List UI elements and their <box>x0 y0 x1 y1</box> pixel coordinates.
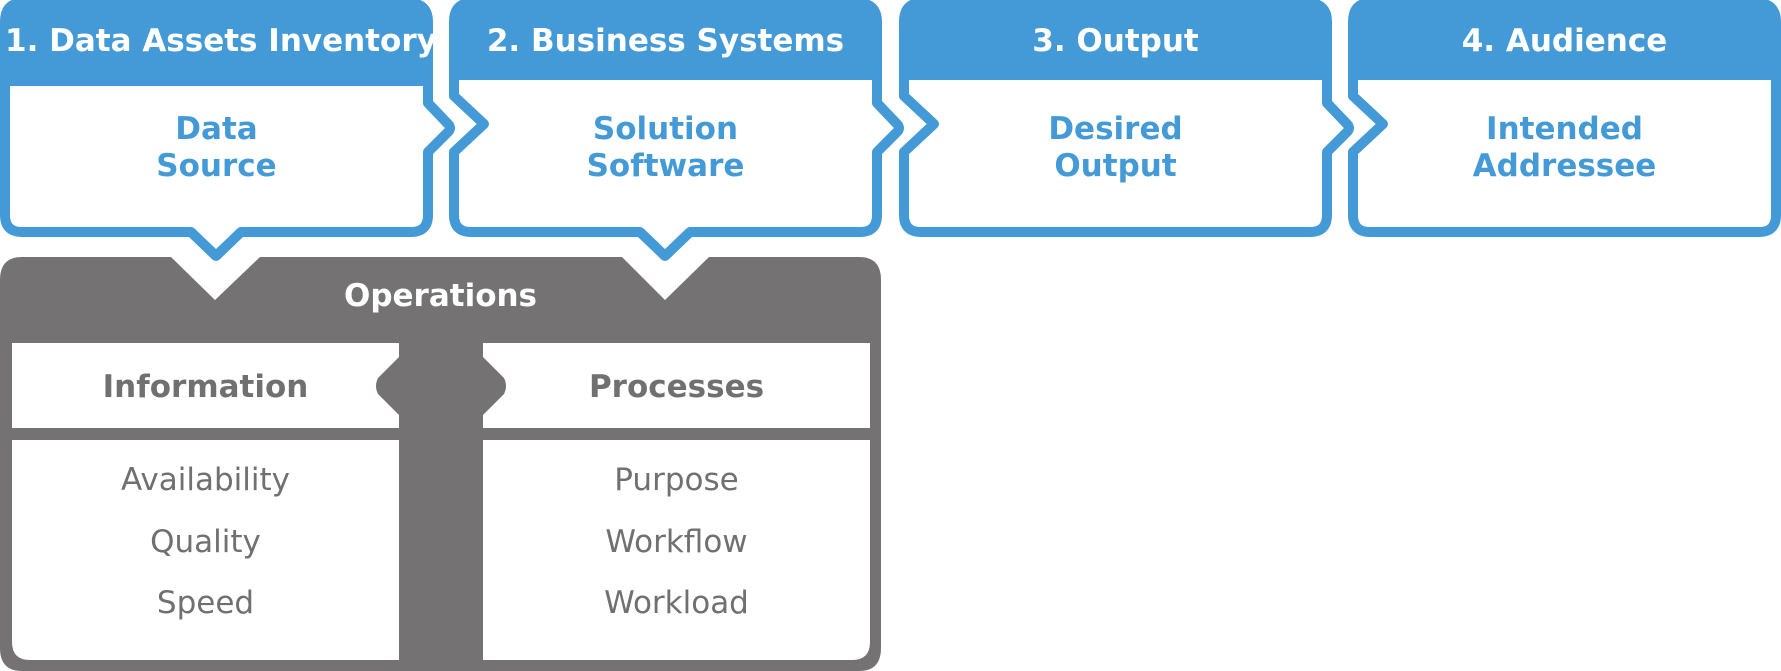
step-box-3 <box>899 0 1354 237</box>
processes-item-workflow: Workflow <box>605 524 748 560</box>
step-2-body: Solution Software <box>454 111 877 185</box>
step-3-body-line-1: Desired <box>1048 111 1183 147</box>
processes-item-purpose: Purpose <box>614 462 739 498</box>
step-4-body: Intended Addressee <box>1353 111 1776 185</box>
step-box-4 <box>1348 0 1781 237</box>
step-4-body-line-1: Intended <box>1486 111 1643 147</box>
step-1-body-line-2: Source <box>156 148 277 184</box>
step-box-2 <box>449 0 904 261</box>
step-1-body: Data Source <box>5 111 428 185</box>
information-item-availability: Availability <box>121 462 290 498</box>
step-1-body-line-1: Data <box>175 111 258 147</box>
step-2-body-line-2: Software <box>586 148 745 184</box>
processes-item-workload: Workload <box>604 585 749 621</box>
step-1-title: 1. Data Assets Inventory <box>5 23 437 59</box>
operations-panel <box>0 257 881 671</box>
processes-heading: Processes <box>588 369 765 405</box>
operations-title: Operations <box>343 278 538 314</box>
information-list-card <box>12 440 399 660</box>
step-box-1 <box>0 0 455 261</box>
step-3-body: Desired Output <box>904 111 1327 185</box>
step-2-title: 2. Business Systems <box>486 23 845 59</box>
step-2-body-line-1: Solution <box>592 111 739 147</box>
step-3-body-line-2: Output <box>1054 148 1177 184</box>
step-3-title: 3. Output <box>1032 23 1199 59</box>
processes-list-card <box>483 440 870 660</box>
information-header-card <box>12 343 399 428</box>
step-4-body-line-2: Addressee <box>1472 148 1657 184</box>
information-heading: Information <box>102 369 309 405</box>
information-item-quality: Quality <box>150 524 261 560</box>
information-item-speed: Speed <box>156 585 255 621</box>
processes-header-card <box>483 343 870 428</box>
step-4-title: 4. Audience <box>1461 23 1668 59</box>
